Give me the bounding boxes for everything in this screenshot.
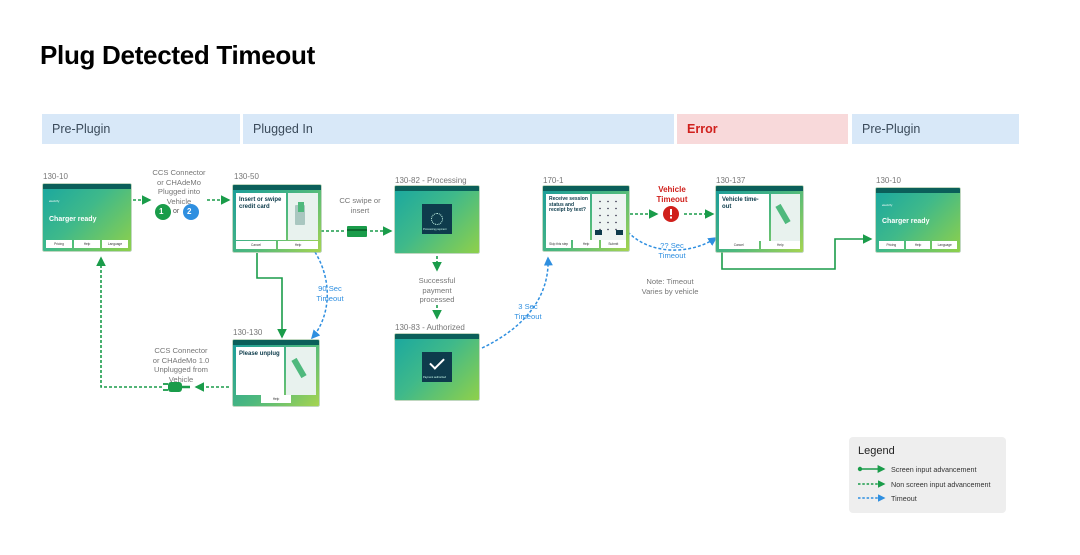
screen-id-s3: 130-82 - Processing	[395, 176, 467, 185]
legend: Legend Screen input advancement Non scre…	[849, 437, 1006, 513]
screen-id-s2: 130-50	[234, 172, 259, 181]
help-button[interactable]: Help	[760, 241, 800, 249]
lane-error: Error	[677, 114, 848, 144]
help-button[interactable]: Help	[905, 241, 931, 249]
credit-card-icon	[347, 226, 367, 237]
brand-logo: electrify	[882, 203, 893, 207]
plug-icon	[163, 382, 190, 392]
brand-logo: electrify	[49, 199, 60, 203]
arrow-unplug-to-s1	[96, 256, 162, 388]
pricing-button[interactable]: Pricing	[879, 241, 904, 249]
screen-headline: Charger ready	[49, 216, 97, 223]
screen-processing: Processing payment	[395, 186, 479, 253]
legend-item-non-screen-input: Non screen input advancement	[891, 480, 991, 489]
screen-headline: Vehicle time-out	[722, 197, 759, 210]
screen-id-s7: 130-130	[233, 328, 263, 337]
screen-headline: Charger ready	[882, 218, 930, 225]
screen-receive-text[interactable]: Receive session status and receipt by te…	[543, 186, 629, 251]
screen-headline: Please unplug	[239, 351, 280, 357]
arrow-s8-to-s4	[481, 256, 553, 349]
screen-headline: Insert or swipe credit card	[239, 197, 282, 210]
legend-title: Legend	[858, 445, 895, 457]
screen-id-s4: 170-1	[543, 176, 564, 185]
screen-please-unplug[interactable]: Please unplug Help	[233, 340, 319, 406]
badge-1-icon	[155, 204, 171, 220]
skip-button[interactable]: Skip this step	[546, 240, 572, 248]
arrow-s2-to-s7-timeout	[311, 251, 328, 340]
screen-id-s1: 130-10	[43, 172, 68, 181]
language-button[interactable]: Language	[932, 241, 958, 249]
authorized-caption: Payment authorized	[423, 376, 447, 379]
arrow-s5-to-s6	[721, 234, 873, 270]
screen-insert-card[interactable]: Insert or swipe credit card Cancel Help	[233, 185, 321, 252]
cancel-button[interactable]: Cancel	[719, 241, 759, 249]
help-button[interactable]: Help	[261, 395, 291, 403]
processing-caption: Processing payment	[423, 228, 447, 231]
screen-charger-ready[interactable]: electrify Charger ready Pricing Help Lan…	[43, 184, 131, 251]
lane-pre-plugin: Pre-Plugin	[42, 114, 240, 144]
help-button[interactable]: Help	[278, 241, 318, 249]
error-icon	[663, 206, 679, 222]
arrow-s4-to-s5-timeout	[627, 231, 718, 251]
page-title: Plug Detected Timeout	[40, 40, 315, 70]
screen-charger-ready-end[interactable]: electrify Charger ready Pricing Help Lan…	[876, 188, 960, 252]
pricing-button[interactable]: Pricing	[46, 240, 72, 248]
submit-button[interactable]: Submit	[600, 240, 626, 248]
screen-headline: Receive session status and receipt by te…	[549, 196, 588, 213]
lane-pre-plugin-end: Pre-Plugin	[852, 114, 1019, 144]
screen-id-s8: 130-83 - Authorized	[395, 323, 465, 332]
or-label: or	[173, 208, 180, 215]
lane-plugged-in: Plugged In	[243, 114, 674, 144]
help-button[interactable]: Help	[74, 240, 100, 248]
screen-vehicle-timeout[interactable]: Vehicle time-out Cancel Help	[716, 186, 803, 252]
legend-swatches	[857, 465, 886, 502]
screen-authorized: Payment authorized	[395, 334, 479, 400]
badge-2-icon	[183, 204, 199, 220]
legend-item-timeout: Timeout	[891, 494, 917, 503]
legend-item-screen-input: Screen input advancement	[891, 465, 977, 474]
screen-id-s5: 130-137	[716, 176, 746, 185]
help-button[interactable]: Help	[573, 240, 599, 248]
badge-2-label: 2	[187, 207, 192, 216]
language-button[interactable]: Language	[102, 240, 128, 248]
cancel-button[interactable]: Cancel	[236, 241, 276, 249]
screen-id-s6: 130-10	[876, 176, 901, 185]
badge-1-label: 1	[159, 207, 164, 216]
arrow-s2-to-s7	[256, 253, 287, 339]
